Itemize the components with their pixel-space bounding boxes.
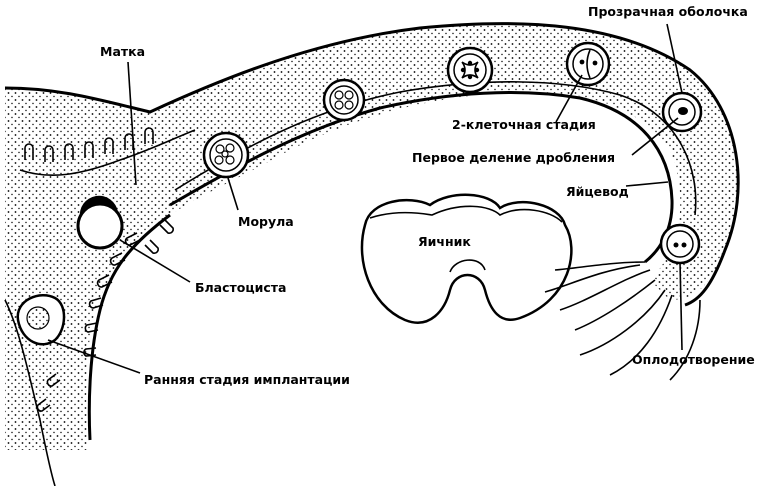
label-leader-lines (47, 23, 683, 374)
label-zona-pellucida: Прозрачная оболочка (588, 4, 748, 19)
label-ovary: Яичник (418, 234, 471, 249)
uterus-lower-wall (4, 299, 56, 486)
label-early-implantation: Ранняя стадия имплантации (144, 372, 350, 387)
label-oviduct: Яйцевод (566, 184, 629, 199)
oviduct-inner-wall (169, 91, 674, 264)
fimbriae (544, 261, 701, 381)
uterus-endometrium-line (19, 129, 196, 176)
oviduct-lumen-line (174, 81, 697, 216)
blastocyst (76, 195, 124, 250)
uterus-wall (87, 213, 171, 441)
fertilized-egg (659, 223, 701, 265)
oviduct-outer-wall (4, 22, 740, 307)
ovary (360, 193, 573, 324)
label-fertilization: Оплодотворение (632, 352, 755, 367)
label-two-cell-stage: 2-клеточная стадия (452, 117, 596, 132)
label-first-cleavage: Первое деление дробления (412, 150, 615, 165)
oviduct-tube (5, 23, 739, 451)
implanting-embryo (16, 293, 66, 346)
label-morula: Морула (238, 214, 294, 229)
uterine-glands (24, 127, 174, 412)
label-blastocyst: Бластоциста (195, 280, 286, 295)
label-uterus: Матка (100, 44, 145, 59)
two-cell-embryo (565, 41, 611, 87)
four-cell-embryo (446, 46, 494, 94)
eight-cell-embryo (322, 78, 366, 122)
morula-cell (202, 131, 250, 179)
